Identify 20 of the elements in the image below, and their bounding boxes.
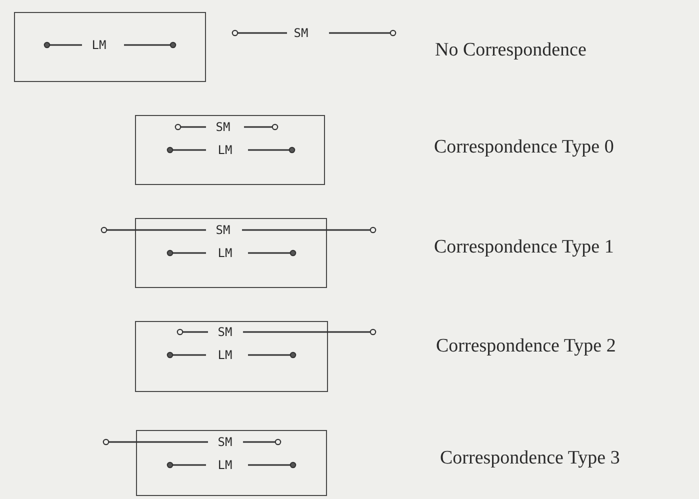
segment-label: LM <box>218 349 232 361</box>
segment-label: SM <box>218 326 232 338</box>
segment-label: LM <box>218 247 232 259</box>
frame-box <box>135 218 327 288</box>
frame-box <box>14 12 206 82</box>
segment-label: SM <box>218 436 232 448</box>
segment-label: LM <box>92 39 106 51</box>
segment-label: SM <box>216 121 230 133</box>
caption-text: Correspondence Type 2 <box>436 336 616 356</box>
segment-label: SM <box>216 224 230 236</box>
frame-box <box>136 430 327 496</box>
caption-text: Correspondence Type 1 <box>434 238 614 256</box>
caption-text: Correspondence Type 3 <box>440 448 620 468</box>
frame-box <box>135 321 328 392</box>
frame-box <box>135 115 325 185</box>
caption-text: No Correspondence <box>435 40 586 60</box>
segment-label: LM <box>218 144 232 156</box>
segment-label: LM <box>218 459 232 471</box>
segment-label: SM <box>294 27 308 39</box>
caption-text: Correspondence Type 0 <box>434 138 614 156</box>
